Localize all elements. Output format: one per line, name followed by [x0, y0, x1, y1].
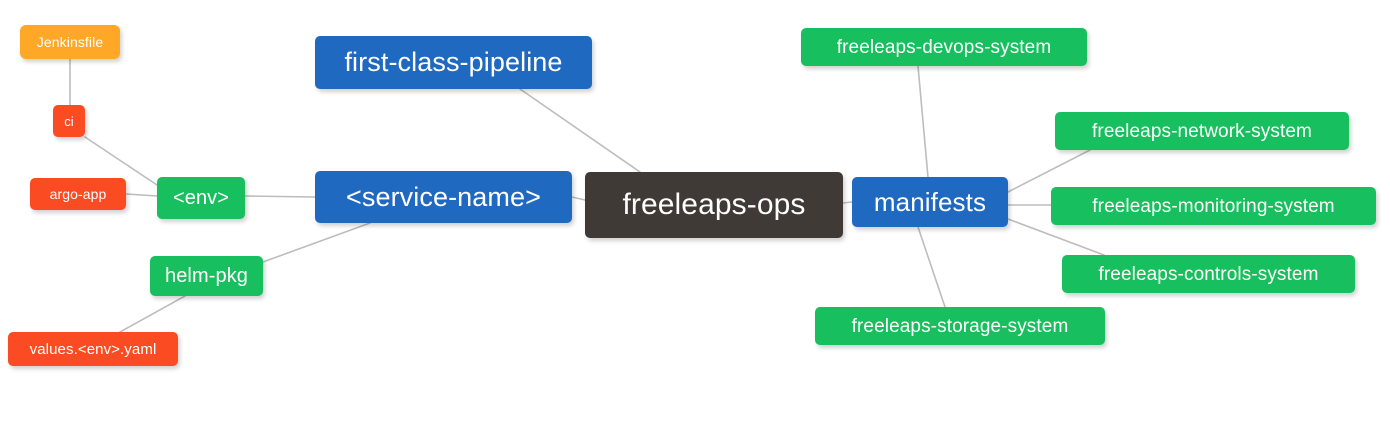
- mindmap-node-freeleaps-ops[interactable]: freeleaps-ops: [585, 172, 843, 238]
- edge-env-to-service-name: [244, 195, 316, 198]
- mindmap-node-service-name[interactable]: <service-name>: [315, 171, 572, 223]
- edge-freeleaps-ops-to-manifests: [842, 201, 853, 204]
- mindmap-node-label: values.<env>.yaml: [29, 340, 157, 358]
- mindmap-node-label: Jenkinsfile: [36, 34, 104, 50]
- mindmap-node-freeleaps-storage-system[interactable]: freeleaps-storage-system: [815, 307, 1105, 345]
- mindmap-node-jenkinsfile[interactable]: Jenkinsfile: [20, 25, 120, 59]
- mindmap-node-label: ci: [64, 113, 74, 129]
- edge-service-name-to-freeleaps-ops: [571, 196, 586, 201]
- edge-manifests-to-freeleaps-network-system: [1007, 149, 1091, 193]
- mindmap-node-label: helm-pkg: [164, 265, 249, 287]
- mindmap-node-manifests[interactable]: manifests: [852, 177, 1008, 227]
- mindmap-node-helm-pkg[interactable]: helm-pkg: [150, 256, 263, 296]
- mindmap-node-label: freeleaps-network-system: [1092, 120, 1312, 142]
- mindmap-node-first-class-pipeline[interactable]: first-class-pipeline: [315, 36, 592, 89]
- mindmap-node-label: first-class-pipeline: [344, 47, 563, 77]
- mindmap-node-label: <service-name>: [346, 181, 541, 212]
- mindmap-node-freeleaps-devops-system[interactable]: freeleaps-devops-system: [801, 28, 1087, 66]
- mindmap-node-label: freeleaps-ops: [622, 188, 806, 221]
- mindmap-node-env[interactable]: <env>: [157, 177, 245, 219]
- edge-argo-app-to-env: [125, 193, 158, 197]
- mindmap-node-label: freeleaps-devops-system: [836, 36, 1052, 58]
- mindmap-node-label: <env>: [172, 187, 230, 209]
- mindmap-node-freeleaps-controls-system[interactable]: freeleaps-controls-system: [1062, 255, 1355, 293]
- mindmap-node-ci[interactable]: ci: [53, 105, 85, 137]
- mindmap-node-freeleaps-network-system[interactable]: freeleaps-network-system: [1055, 112, 1349, 150]
- mindmap-node-values-yaml[interactable]: values.<env>.yaml: [8, 332, 178, 366]
- mindmap-node-label: manifests: [873, 187, 987, 217]
- mindmap-node-label: argo-app: [49, 186, 107, 202]
- mindmap-node-argo-app[interactable]: argo-app: [30, 178, 126, 210]
- edge-first-class-pipeline-to-freeleaps-ops: [519, 88, 641, 173]
- mindmap-node-label: freeleaps-controls-system: [1098, 263, 1319, 285]
- edge-manifests-to-freeleaps-devops-system: [917, 65, 929, 178]
- mindmap-node-label: freeleaps-monitoring-system: [1092, 195, 1335, 217]
- mindmap-node-label: freeleaps-storage-system: [851, 315, 1069, 337]
- edge-values.<env>.yaml-to-helm-pkg: [119, 295, 186, 333]
- mindmap-node-freeleaps-monitoring-system[interactable]: freeleaps-monitoring-system: [1051, 187, 1376, 225]
- edge-helm-pkg-to-service-name: [262, 222, 371, 263]
- edge-manifests-to-freeleaps-storage-system: [917, 226, 946, 308]
